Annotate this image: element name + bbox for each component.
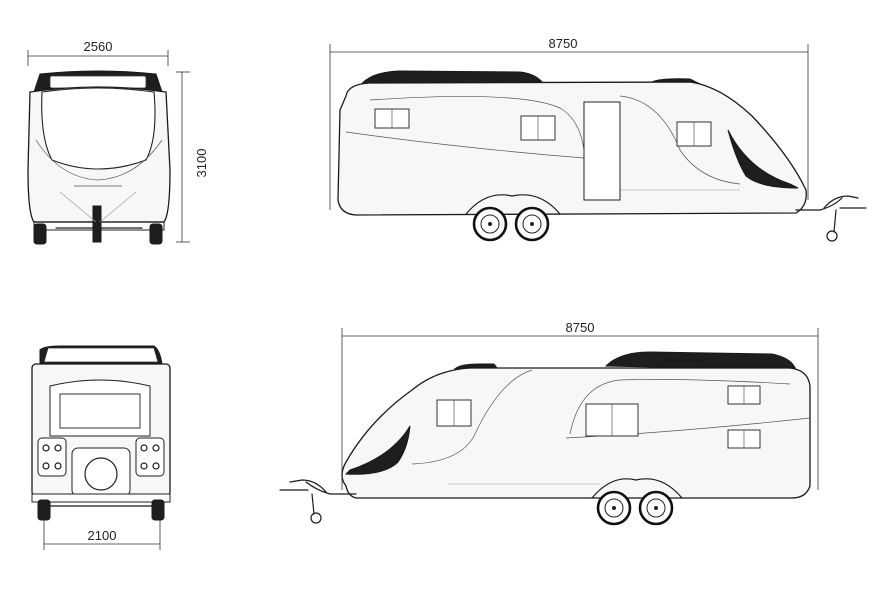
side-top-jockey-post xyxy=(833,209,837,233)
side-top-wheel-arch xyxy=(465,194,561,215)
side-top-hitch-bar xyxy=(795,197,843,211)
front-jockey-wheel xyxy=(92,205,102,243)
front-wheel-right xyxy=(149,223,163,245)
side-top-body xyxy=(337,81,807,216)
rear-spare-wheel xyxy=(84,457,118,491)
rear-width-label: 2100 xyxy=(88,528,117,543)
rear-light-right xyxy=(135,437,165,477)
side-top-nose-stripe xyxy=(727,129,799,189)
front-height-label: 3100 xyxy=(194,149,209,178)
rear-roof-inner xyxy=(43,347,159,363)
rear-light-right-1 xyxy=(140,444,148,452)
rear-window xyxy=(59,393,141,429)
side-bottom-wheel-rear-hub xyxy=(654,506,658,510)
side-bottom-hitch-bar xyxy=(305,481,357,495)
side-top-wheel-front-hub xyxy=(488,222,492,226)
side-bottom-feature-line-2 xyxy=(569,379,791,435)
rear-view: 2100 xyxy=(31,345,171,550)
side-bottom-roof-pod-rear xyxy=(604,351,797,371)
side-top-feature-line-3 xyxy=(619,95,741,185)
side-top-feature-line-1 xyxy=(345,131,585,159)
side-bottom-jockey-wheel xyxy=(310,512,322,524)
side-top-door xyxy=(583,101,621,201)
rear-light-left xyxy=(37,437,67,477)
side-view-top: 8750 xyxy=(329,36,867,242)
side-bottom-wheel-front-hub xyxy=(612,506,616,510)
front-roof-light xyxy=(49,75,147,89)
rear-light-left-3 xyxy=(42,462,50,470)
rear-bumper xyxy=(31,493,171,503)
front-drawbar-right xyxy=(99,191,137,223)
side-top-feature-line-2 xyxy=(369,96,585,151)
rear-light-left-2 xyxy=(54,444,62,452)
front-width-label: 2560 xyxy=(84,39,113,54)
side-view-bottom: 8750 xyxy=(279,320,819,526)
side-top-length-label: 8750 xyxy=(549,36,578,51)
side-bottom-nose-stripe xyxy=(344,425,411,475)
rear-light-right-3 xyxy=(140,462,148,470)
front-drawbar-left xyxy=(59,191,97,223)
front-window xyxy=(41,87,156,170)
side-top-jockey-wheel xyxy=(826,230,838,242)
side-bottom-hitch-handle xyxy=(289,479,327,493)
side-bottom-wheel-arch xyxy=(591,478,683,499)
side-bottom-feature-line-3 xyxy=(411,369,533,465)
rear-light-left-1 xyxy=(42,444,50,452)
rear-light-left-4 xyxy=(54,462,62,470)
front-contour-line xyxy=(35,139,163,181)
rear-wheel-right xyxy=(151,499,165,521)
front-view: 2560 3100 xyxy=(27,39,209,245)
side-top-hitch-handle xyxy=(823,195,859,209)
rear-light-right-2 xyxy=(152,444,160,452)
side-top-wheel-rear-hub xyxy=(530,222,534,226)
rear-light-right-4 xyxy=(152,462,160,470)
rear-wheel-left xyxy=(37,499,51,521)
front-wheel-left xyxy=(33,223,47,245)
side-bottom-jockey-post xyxy=(311,493,315,515)
side-bottom-length-label: 8750 xyxy=(566,320,595,335)
